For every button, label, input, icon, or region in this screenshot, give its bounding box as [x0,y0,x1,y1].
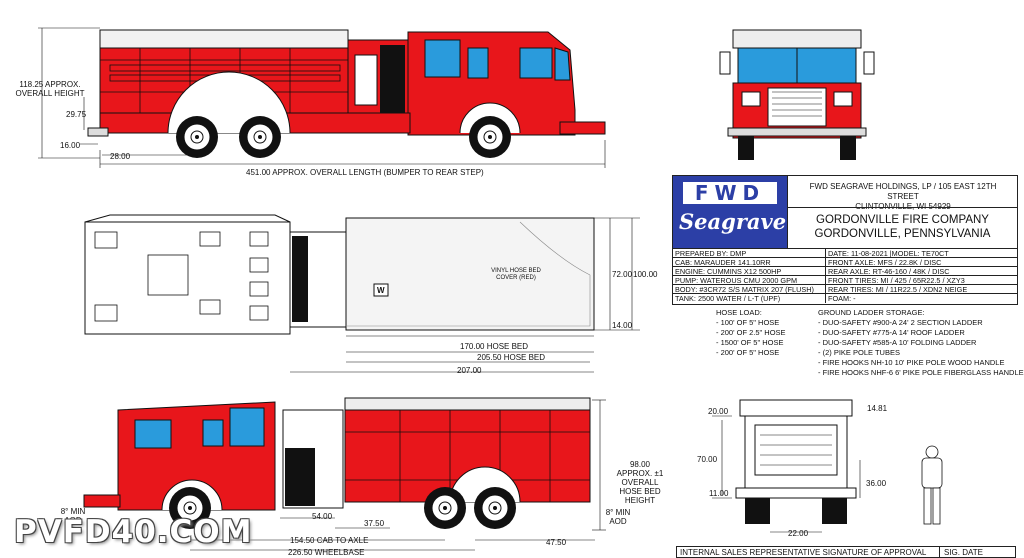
length-207-dim: 207.00 [457,366,482,375]
spec-row: CAB: MARAUDER 141.10RR FRONT AXLE: MFS /… [673,257,1017,267]
company-line-1: FWD SEAGRAVE HOLDINGS, LP / 105 EAST 12T… [809,182,997,201]
hose-bed-205-dim: 205.50 HOSE BED [477,353,546,362]
spec-right: REAR TIRES: MI / 11R22.5 / XDN2 NEIGE [825,285,1015,294]
list-item: - DUO-SAFETY #775-A 14' ROOF LADDER [818,328,965,337]
company-address: FWD SEAGRAVE HOLDINGS, LP / 105 EAST 12T… [793,182,1013,212]
company-line-2: CLINTONVILLE, WI 54929 [855,202,951,211]
spec-left: ENGINE: CUMMINS X12 500HP [675,267,782,276]
spec-left: BODY: #3CR72 S/S MATRIX 207 (FLUSH) [675,285,814,294]
customer-line-2: GORDONVILLE, PENNSYLVANIA [814,228,991,240]
hose-bed-marker: W [377,286,385,295]
spec-left: PUMP: WATEROUS CMU 2000 GPM [675,276,798,285]
spec-left: TANK: 2500 WATER / L-T (UPF) [675,294,781,303]
front-overhang-dim: 28.00 [110,152,131,161]
list-item: - 100' OF 5" HOSE [716,318,780,327]
spec-row: ENGINE: CUMMINS X12 500HP REAR AXLE: RT-… [673,266,1017,276]
spec-right: FOAM: - [825,294,1015,303]
front-elevation-view [719,29,875,160]
wheelbase-dim: 226.50 WHEELBASE [288,548,365,557]
list-item: - DUO-SAFETY #900-A 24' 2 SECTION LADDER [818,318,983,327]
ground-clearance-dim: 16.00 [60,141,81,150]
plan-view [84,214,640,373]
width-72-dim: 72.00 [612,270,633,279]
spec-right: DATE: 11-08-2021 |MODEL: TE70CT [825,249,1015,258]
rear-dim-20: 20.00 [708,407,729,416]
spec-right: FRONT AXLE: MFS / 22.8K / DISC [825,258,1015,267]
customer-line-1: GORDONVILLE FIRE COMPANY [816,214,989,226]
list-item: - 200' OF 2.5" HOSE [716,328,786,337]
logo-script-text: Seagrave [679,209,787,234]
watermark: PVFD40.COM [14,514,253,550]
list-item: - FIRE HOOKS NH-10 10' PIKE POLE WOOD HA… [818,358,1005,367]
rear-dim-22: 22.00 [788,529,809,538]
spec-right: FRONT TIRES: MI / 425 / 65R22.5 / XZY3 [825,276,1015,285]
list-item: - 1500' OF 5" HOSE [716,338,784,347]
logo-fwd-text: FWD [683,182,777,204]
hose-bed-height-dim: 98.00 APPROX. ±1 OVERALL HOSE BED HEIGHT [616,460,664,505]
fwd-seagrave-logo: FWD Seagrave [673,176,788,249]
cab-to-axle-dim: 154.50 CAB TO AXLE [290,536,369,545]
overall-height-dim: 118.25 APPROX. OVERALL HEIGHT [15,80,85,98]
width-100-dim: 100.00 [633,270,658,279]
hose-load-title: HOSE LOAD: [716,308,762,317]
rear-dim-36: 36.00 [866,479,887,488]
dim-54: 54.00 [312,512,333,521]
list-item: - 200' OF 5" HOSE [716,348,780,357]
spec-right: REAR AXLE: RT-46-160 / 48K / DISC [825,267,1015,276]
hose-bed-cover-note: VINYL HOSE BED COVER (RED) [491,268,541,281]
hose-bed-170-dim: 170.00 HOSE BED [460,342,529,351]
left-aod-dim: 8° MIN AOD [60,507,86,525]
spec-left: CAB: MARAUDER 141.10RR [675,258,771,267]
ground-ladder-title: GROUND LADDER STORAGE: [818,308,925,317]
signature-label: INTERNAL SALES REPRESENTATIVE SIGNATURE … [680,548,927,557]
list-item: - (2) PIKE POLE TUBES [818,348,900,357]
cab-height-dim: 29.75 [66,110,87,119]
side-elevation-view [38,27,606,168]
dim-3750: 37.50 [364,519,385,528]
list-item: - DUO-SAFETY #585-A 10' FOLDING LADDER [818,338,977,347]
hose-load-list: HOSE LOAD: - 100' OF 5" HOSE - 200' OF 2… [716,308,786,358]
spec-row: TANK: 2500 WATER / L-T (UPF) FOAM: - [673,293,1017,303]
rear-elevation-view [712,399,943,533]
signature-bar: INTERNAL SALES REPRESENTATIVE SIGNATURE … [676,546,1016,558]
rear-14-dim: 14.00 [612,321,633,330]
rear-dim-1481: 14.81 [867,404,888,413]
overall-length-dim: 451.00 APPROX. OVERALL LENGTH (BUMPER TO… [246,168,484,177]
side-elevation-view-2 [83,397,606,551]
spec-left: PREPARED BY: DMP [675,249,747,258]
spec-row: PUMP: WATEROUS CMU 2000 GPM FRONT TIRES:… [673,275,1017,285]
title-block: FWD Seagrave FWD SEAGRAVE HOLDINGS, LP /… [672,175,1018,305]
rear-dim-70: 70.00 [697,455,718,464]
ground-ladder-list: GROUND LADDER STORAGE: - DUO-SAFETY #900… [818,308,1024,378]
signature-date-label: SIG. DATE [939,547,983,558]
spec-row: BODY: #3CR72 S/S MATRIX 207 (FLUSH) REAR… [673,284,1017,294]
customer-name: GORDONVILLE FIRE COMPANY GORDONVILLE, PE… [788,207,1017,248]
right-aod-dim: 8° MIN AOD [605,508,631,526]
spec-row: PREPARED BY: DMP DATE: 11-08-2021 |MODEL… [673,248,1017,258]
rear-dim-11: 11.00 [709,489,729,498]
list-item: - FIRE HOOKS NHF-6 6' PIKE POLE FIBERGLA… [818,368,1024,377]
dim-4750: 47.50 [546,538,567,547]
